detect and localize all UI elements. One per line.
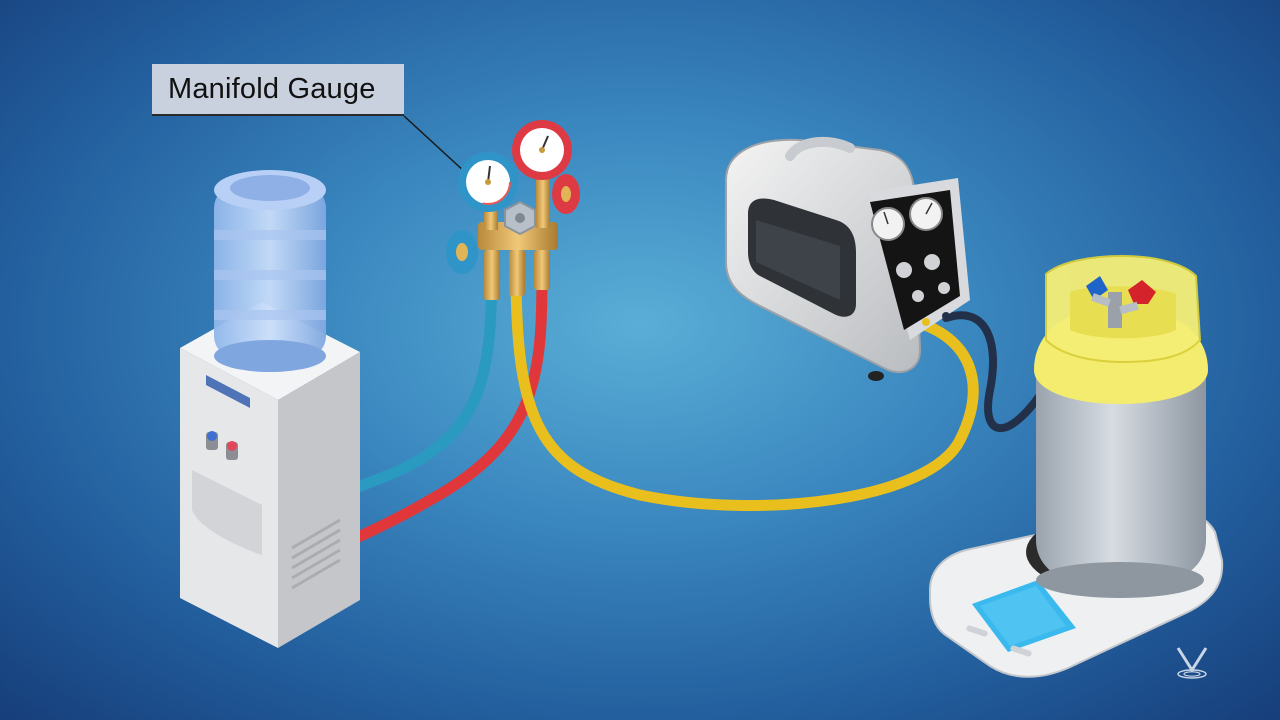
scale-button-left (966, 625, 988, 637)
hose-red (350, 264, 548, 544)
gauge-low-side (458, 152, 518, 212)
port-blue (484, 250, 500, 300)
machine-handle (785, 136, 855, 161)
cooler-label-slot (206, 375, 250, 408)
scale-button-right (1010, 645, 1032, 657)
hoses (350, 264, 1112, 544)
tank-foot-ring (1036, 562, 1204, 598)
recovery-machine-icon (725, 136, 970, 381)
water-bottle (214, 170, 326, 372)
callout-label: Manifold Gauge (168, 72, 376, 105)
manifold-gauge-icon (403, 115, 580, 300)
tank-valve-blue (1086, 276, 1108, 300)
gauge-high-side (512, 120, 572, 180)
cooler-vents (291, 518, 341, 590)
tank-valve-stem (1108, 292, 1122, 328)
brand-logo-icon (1176, 647, 1208, 679)
hose-yellow (510, 266, 979, 511)
tap-hot-knob (227, 441, 237, 451)
cooler-side (278, 352, 360, 648)
hose-blue (350, 274, 498, 494)
tank-body (1036, 360, 1206, 590)
manifold-gauge-callout: Manifold Gauge (152, 64, 404, 116)
tank-valve-red (1128, 280, 1156, 304)
cooler-drip-tray (192, 470, 262, 555)
port-yellow (509, 250, 525, 296)
water-cooler-icon (180, 170, 360, 648)
tap-cold-knob (207, 431, 217, 441)
refrigerant-tank-icon (1034, 254, 1208, 598)
port-red (534, 250, 550, 290)
